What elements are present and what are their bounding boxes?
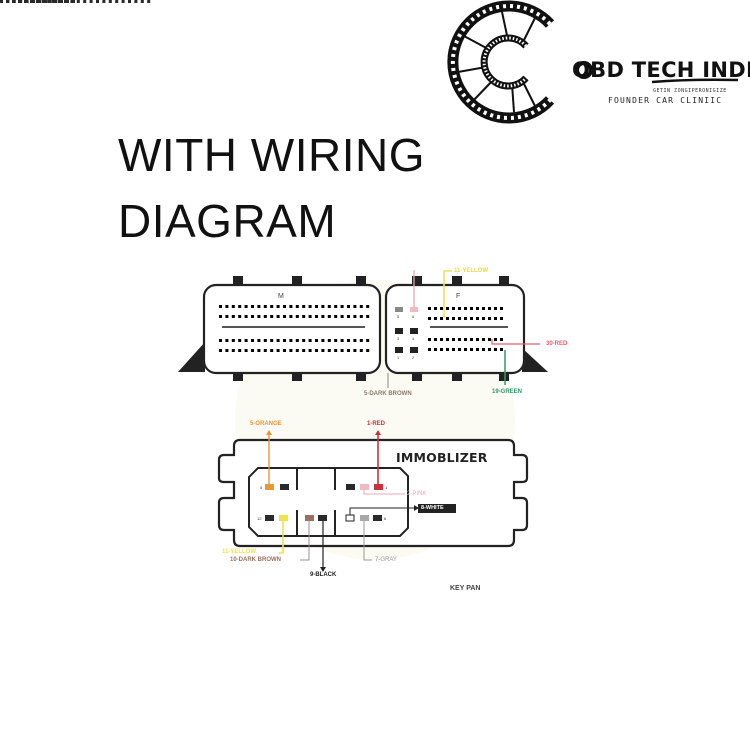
connector-block-m: M [0, 0, 382, 381]
wire-label-1-red: 1-RED [367, 421, 386, 427]
wire-label-2-pink: 2-PINK [407, 491, 427, 497]
wire-label-5-orange: 5-ORANGE [250, 421, 282, 427]
brand-tagline: GETIN ZONGIPERONIGIZE [653, 88, 727, 94]
svg-text:5: 5 [397, 314, 400, 319]
wire-label-5-dark-brown: 5-DARK BROWN [364, 391, 412, 397]
pin-number-6: 6 [384, 516, 387, 521]
wire-label-9-black: 9-BLACK [310, 572, 337, 578]
wire-label-11-yellow: 11-YELLOW [222, 549, 257, 555]
headline-line-2: DIAGRAM [118, 195, 337, 247]
svg-text:6: 6 [412, 314, 415, 319]
svg-text:1: 1 [397, 355, 400, 360]
pin-number-12: 12 [257, 516, 262, 521]
svg-text:2: 2 [412, 355, 415, 360]
pin-number-5: 5 [260, 485, 263, 490]
wire-label-10-dark-brown: 10-DARK BROWN [230, 557, 281, 563]
connector-block-f: F 5 6 3 4 1 2 [0, 0, 548, 388]
wire-label-19-green: 19-GREEN [492, 389, 523, 395]
immobilizer-title: IMMOBLIZER [396, 450, 488, 465]
brand-name: OBD TECH INDIA [572, 58, 750, 82]
wire-label-8-white: 8-WHITE [421, 505, 444, 511]
headline-line-1: WITH WIRING [118, 129, 425, 181]
wire-label-7-gray: 7-GRAY [375, 557, 397, 563]
svg-text:4: 4 [412, 336, 415, 341]
block-m-label: M [278, 293, 284, 300]
key-pan-fragment: KEY PAN [450, 585, 481, 592]
svg-text:3: 3 [397, 336, 400, 341]
svg-text:F: F [456, 293, 460, 300]
brand-founder-line: FOUNDER CAR CLINIIC [608, 96, 723, 105]
wire-label-11-yellow: 11-YELLOW [454, 268, 489, 274]
pin-number-1: 1 [385, 485, 388, 490]
wire-label-30-red: 30-RED [546, 341, 568, 347]
